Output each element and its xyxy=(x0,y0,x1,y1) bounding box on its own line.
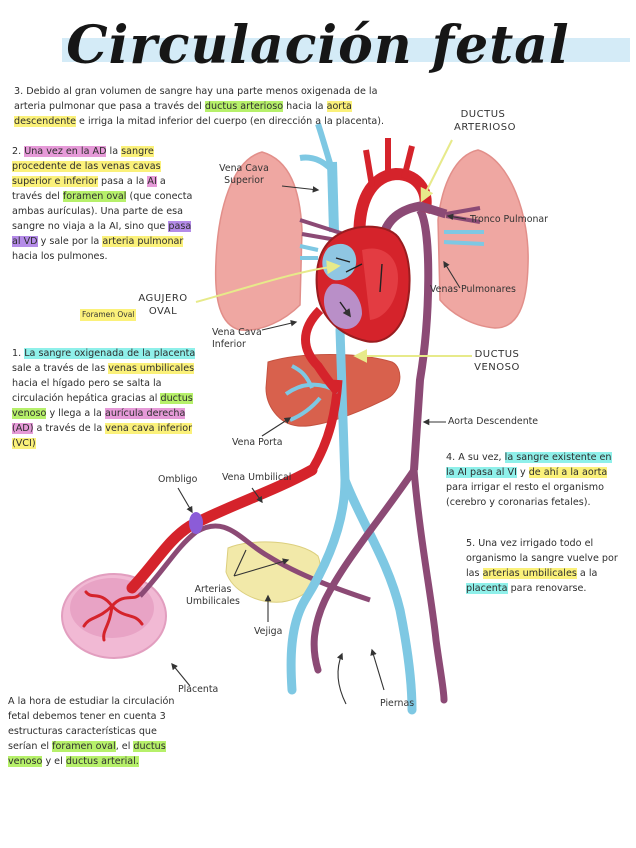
p2-foramen-oval: foramen oval xyxy=(62,191,127,202)
umbilical-arteries xyxy=(138,523,371,603)
paragraph-1: 1. La sangre oxigenada de la placenta sa… xyxy=(12,346,200,451)
p5-text-a: 5. Una vez irrigado todo el organismo la… xyxy=(466,538,618,579)
arrow-piernas-left xyxy=(336,652,347,705)
p3-text-a: 3. Debido al gran volumen de sangre hay … xyxy=(14,86,378,112)
paragraph-2: 2. Una vez en la AD la sangre procedente… xyxy=(12,144,198,264)
paragraph-3: 3. Debido al gran volumen de sangre hay … xyxy=(14,84,394,129)
label-vena-cava-superior: Vena Cava Superior xyxy=(219,163,269,186)
arrow-vena-cava-superior xyxy=(281,185,320,193)
p6-ductus-arterial: ductus arterial. xyxy=(65,756,139,767)
p2-text-i: (que conecta ambas aurículas). Una parte… xyxy=(12,191,193,232)
right-lung xyxy=(437,149,529,329)
p4-text-c: y xyxy=(516,467,529,478)
p6-text-e: y el xyxy=(42,756,66,767)
ductus-venosus xyxy=(301,306,342,396)
p3-text-c: hacia la xyxy=(283,101,327,112)
p2-text-g: a través del xyxy=(12,176,166,202)
label-foramen-oval: Foramen Oval xyxy=(80,309,137,321)
arrow-arterias-umbilicales xyxy=(233,549,288,577)
arrow-agujero-oval xyxy=(195,260,341,303)
p1-text-i: a través de la xyxy=(33,423,106,434)
arrow-ombligo xyxy=(177,487,193,514)
label-venas-pulmonares: Venas Pulmonares xyxy=(430,284,516,295)
p1-text-e: hacia el hígado pero se salta la circula… xyxy=(12,378,162,404)
p1-sangre-oxigenada: La sangre oxigenada de la placenta xyxy=(24,348,196,359)
p2-text-k: y sale por la xyxy=(37,236,103,247)
arrow-vena-umbilical xyxy=(251,487,263,504)
svc-branches xyxy=(299,123,335,173)
p2-text-m: hacia los pulmones. xyxy=(12,251,108,262)
p5-text-c: a la xyxy=(576,568,598,579)
ombligo-ring xyxy=(189,512,203,534)
p2-ai: AI xyxy=(147,176,157,187)
p1-text-c: sale a través de las xyxy=(12,363,109,374)
superior-vena-cava xyxy=(327,161,339,233)
arrow-piernas-right xyxy=(370,648,385,691)
pulmonary-veins xyxy=(299,230,485,260)
p4-de-ahi-a-la-aorta: de ahí a la aorta xyxy=(528,467,608,478)
paragraph-summary: A la hora de estudiar la circulación fet… xyxy=(8,694,176,769)
descending-aorta xyxy=(410,207,433,471)
p1-text-g: y llega a la xyxy=(46,408,105,419)
p2-text-a: 2. xyxy=(12,146,25,157)
p3-text-e: e irriga la mitad inferior del cuerpo (e… xyxy=(76,116,385,127)
label-piernas: Piernas xyxy=(380,698,415,709)
p6-text-a: A la hora de estudiar la circulación fet… xyxy=(8,696,175,752)
label-vena-umbilical: Vena Umbilical xyxy=(222,472,292,483)
arrow-vena-cava-inferior xyxy=(261,319,298,331)
p2-arteria-pulmonar: arteria pulmonar xyxy=(102,236,184,247)
p4-text-e: para irrigar el resto el organismo (cere… xyxy=(446,482,604,508)
arrow-ductus-arterioso xyxy=(420,139,453,203)
arrow-placenta xyxy=(171,662,191,687)
p5-text-e: para renovarse. xyxy=(507,583,587,594)
iliac-vein-right xyxy=(340,475,417,715)
label-ductus-venoso: DUCTUS VENOSO xyxy=(474,349,520,373)
p6-text-c: , el xyxy=(115,741,134,752)
placenta-vessels xyxy=(82,590,144,642)
p4-text-a: 4. A su vez, xyxy=(446,452,505,463)
label-vejiga: Vejiga xyxy=(254,626,283,637)
heart-flow-arrows xyxy=(335,257,383,316)
p2-text-c: la xyxy=(106,146,122,157)
label-ductus-arterioso: DUCTUS ARTERIOSO xyxy=(454,109,516,133)
p5-arterias-umbilicales: arterias umbilicales xyxy=(482,568,577,579)
inferior-vena-cava xyxy=(286,325,350,695)
label-ombligo: Ombligo xyxy=(158,474,198,485)
p1-text-a: 1. xyxy=(12,348,25,359)
iliac-artery-right xyxy=(410,466,448,704)
arch-branches xyxy=(363,138,415,187)
label-placenta: Placenta xyxy=(178,684,219,695)
p2-una-vez-en-ad: Una vez en la AD xyxy=(24,146,107,157)
p5-placenta: placenta xyxy=(466,583,508,594)
label-vena-cava-inferior: Vena Cava Inferior xyxy=(212,327,262,350)
left-lung xyxy=(214,151,303,331)
page-title: Circulación fetal xyxy=(66,15,570,76)
p6-foramen-oval: foramen oval xyxy=(52,741,116,752)
label-arterias-umbilicales: Arterias Umbilicales xyxy=(186,584,240,607)
arrow-vena-porta xyxy=(261,417,292,437)
title-highlight-band xyxy=(62,38,630,62)
arrow-venas-pulmonares xyxy=(443,260,461,289)
p2-text-e: pasa a la xyxy=(97,176,148,187)
label-agujero-oval: AGUJERO OVAL xyxy=(138,293,188,317)
p1-venas-umbilicales: venas umbilicales xyxy=(108,363,195,374)
iliac-artery-left xyxy=(310,466,418,674)
label-vena-porta: Vena Porta xyxy=(232,437,283,448)
paragraph-4: 4. A su vez, la sangre existente en la A… xyxy=(446,450,622,510)
label-tronco-pulmonar: Tronco Pulmonar xyxy=(470,214,548,225)
arrow-tronco-pulmonar xyxy=(446,213,467,221)
paragraph-5: 5. Una vez irrigado todo el organismo la… xyxy=(466,536,626,596)
p3-ductus-arterioso: ductus arterioso xyxy=(204,101,284,112)
label-aorta-descendente: Aorta Descendente xyxy=(448,416,539,427)
